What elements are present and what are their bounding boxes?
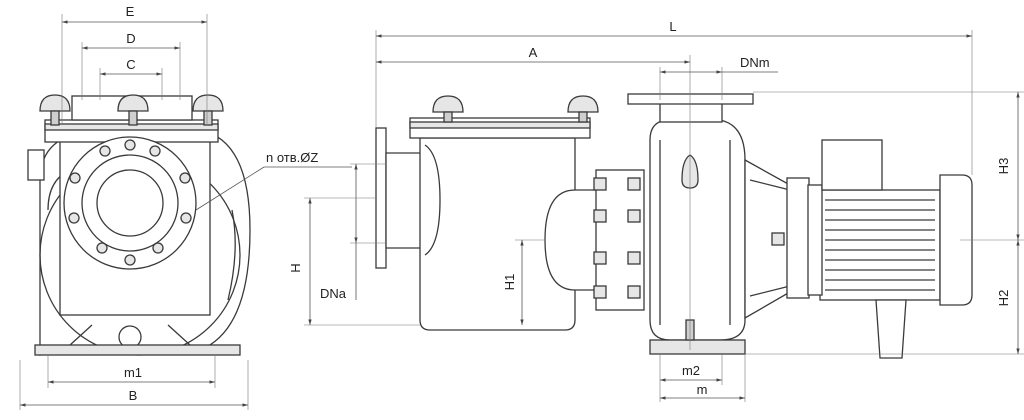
label-H: H — [288, 263, 303, 272]
label-E: E — [126, 4, 135, 19]
label-holes: n отв.ØZ — [266, 150, 318, 165]
label-B: B — [129, 388, 138, 403]
side-view: L A DNm DNa H H1 H3 H2 m2 m — [288, 19, 1024, 402]
label-DNa: DNa — [320, 286, 347, 301]
label-m: m — [697, 382, 708, 397]
label-L: L — [669, 19, 676, 34]
front-view: E D C m1 B n отв.ØZ — [19, 4, 352, 410]
bolt-column — [593, 177, 641, 299]
flange-bolt-holes — [68, 139, 192, 266]
label-H3: H3 — [996, 158, 1011, 175]
label-DNm: DNm — [740, 55, 770, 70]
label-A: A — [529, 45, 538, 60]
label-m2: m2 — [682, 363, 700, 378]
side-lid-knob-right-icon — [567, 95, 599, 123]
label-H2: H2 — [996, 290, 1011, 307]
lid-knob-right-icon — [192, 94, 224, 126]
lid-knob-center-icon — [117, 94, 149, 126]
label-H1: H1 — [502, 274, 517, 291]
label-m1: m1 — [124, 365, 142, 380]
side-lid-knob-left-icon — [432, 95, 464, 123]
motor-fins — [825, 199, 935, 291]
label-D: D — [126, 31, 135, 46]
lid-knob-left-icon — [39, 94, 71, 126]
label-C: C — [126, 57, 135, 72]
